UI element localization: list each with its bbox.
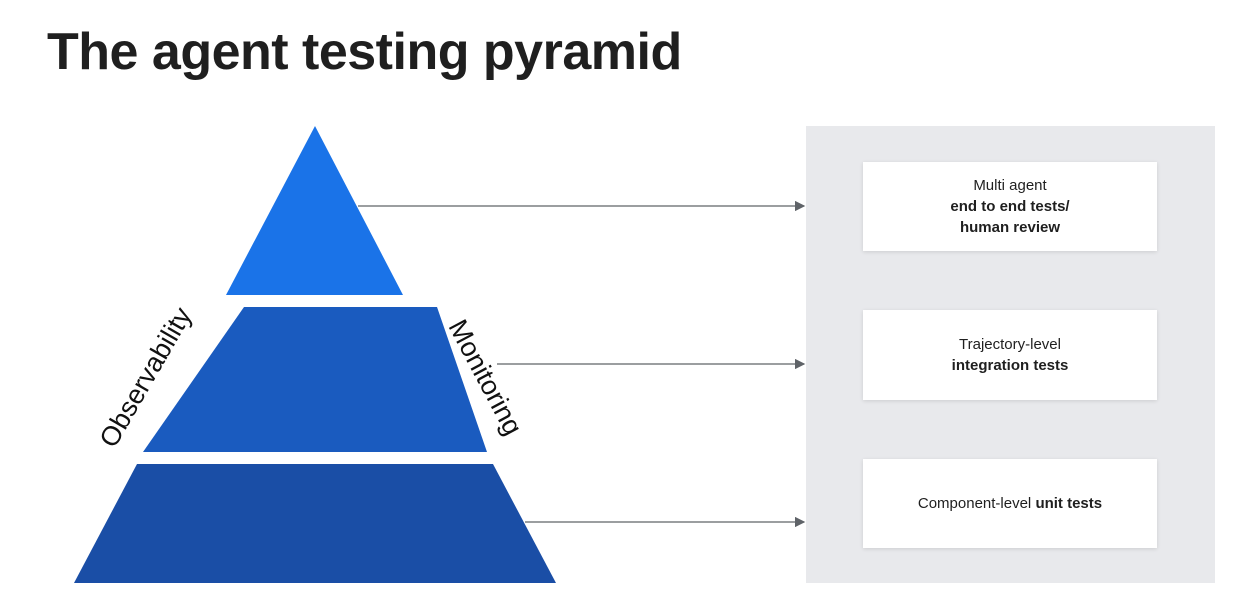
pyramid-tier-bottom [74, 464, 556, 583]
test-box-bold: integration tests [951, 357, 1069, 374]
test-box-unit: Component-level unit tests [863, 459, 1157, 548]
slide-title: The agent testing pyramid [47, 23, 682, 81]
test-box-integration: Trajectory-level integration tests [863, 310, 1157, 400]
pyramid-tier-top [226, 126, 403, 295]
test-box-end-to-end: Multi agent end to end tests/ human revi… [863, 162, 1157, 251]
test-box-line: Trajectory-level [959, 336, 1061, 353]
tests-panel: Multi agent end to end tests/ human revi… [806, 126, 1215, 583]
test-box-bold: unit tests [1035, 495, 1103, 512]
test-box-line: Component-level [917, 495, 1036, 512]
test-box-bold: human review [959, 219, 1061, 236]
test-box-bold: end to end tests/ [950, 198, 1070, 215]
pyramid-tier-middle [143, 307, 487, 452]
test-box-line: Multi agent [973, 177, 1047, 194]
